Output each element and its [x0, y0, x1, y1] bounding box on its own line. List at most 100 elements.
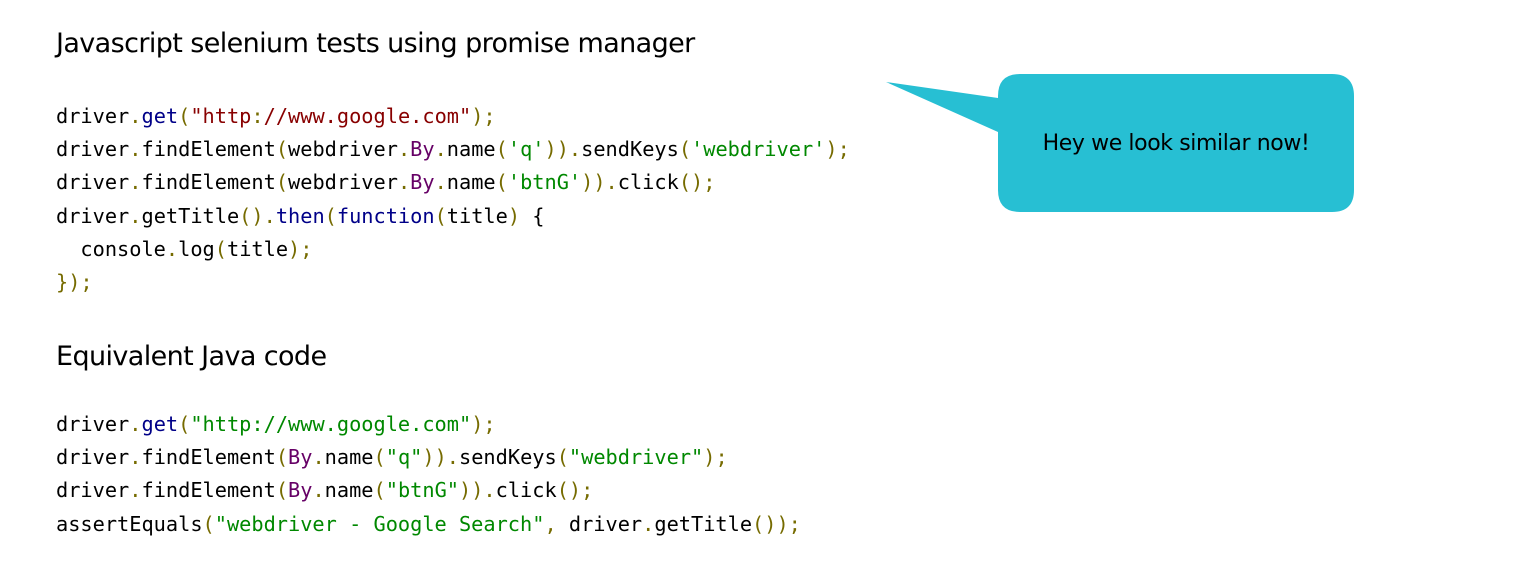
- code-type: By: [410, 170, 435, 195]
- code-punctuation: (: [495, 170, 508, 195]
- code-punctuation: );: [825, 137, 850, 162]
- java-code-block: driver.get("http://www.google.com");driv…: [56, 408, 801, 541]
- code-punctuation: (: [275, 478, 289, 503]
- code-punctuation: (: [556, 445, 569, 470]
- code-token: sendKeys: [459, 445, 557, 470]
- code-token: console: [56, 236, 166, 261]
- code-token: {: [520, 203, 545, 228]
- code-line: driver.findElement(By.name("q")).sendKey…: [56, 441, 801, 474]
- code-keyword: then: [275, 203, 325, 228]
- code-punctuation: )).: [544, 137, 582, 162]
- code-type: By: [288, 445, 313, 470]
- code-string: "webdriver - Google Search": [214, 511, 545, 536]
- code-token: driver: [56, 170, 130, 195]
- code-type: By: [288, 478, 313, 503]
- code-token: findElement: [141, 478, 276, 503]
- code-token: webdriver: [288, 137, 398, 162]
- code-keyword: get: [141, 412, 179, 436]
- code-line: });: [56, 266, 850, 299]
- code-token: webdriver: [288, 170, 398, 195]
- code-punctuation: .: [434, 170, 447, 195]
- code-line: driver.get("http://www.google.com");: [56, 408, 801, 441]
- speech-bubble-text: Hey we look similar now!: [1042, 130, 1310, 156]
- code-punctuation: (: [434, 203, 447, 228]
- code-string: "http://www.google.com": [190, 412, 472, 436]
- code-line: driver.findElement(By.name("btnG")).clic…: [56, 474, 801, 507]
- code-punctuation: .: [129, 104, 142, 128]
- code-string: 'q': [507, 137, 545, 162]
- code-punctuation: .: [129, 203, 142, 228]
- code-token: findElement: [141, 137, 276, 162]
- code-punctuation: ();: [678, 170, 716, 195]
- code-string: "q": [385, 445, 423, 470]
- code-token: click: [617, 170, 679, 195]
- code-token: assertEquals: [56, 511, 203, 536]
- code-line: console.log(title);: [56, 233, 850, 266]
- java-section-title: Equivalent Java code: [56, 341, 327, 372]
- code-token: driver: [56, 445, 130, 470]
- code-punctuation: :: [251, 104, 264, 128]
- code-punctuation: ();: [556, 478, 594, 503]
- code-punctuation: .: [642, 511, 655, 536]
- code-token: name: [324, 445, 374, 470]
- code-token: click: [495, 478, 557, 503]
- code-punctuation: .: [129, 170, 142, 195]
- code-token: getTitle: [141, 203, 240, 228]
- code-token: driver: [56, 478, 130, 503]
- code-punctuation: (: [178, 412, 191, 436]
- code-token: driver: [56, 203, 130, 228]
- code-token: name: [446, 170, 496, 195]
- code-punctuation: );: [471, 104, 496, 128]
- code-punctuation: ,: [544, 511, 557, 536]
- code-string: "webdriver": [568, 445, 704, 470]
- js-section-title: Javascript selenium tests using promise …: [56, 28, 695, 59]
- code-token: sendKeys: [581, 137, 679, 162]
- code-token: driver: [56, 412, 130, 436]
- code-token: log: [178, 236, 215, 261]
- code-punctuation: .: [165, 236, 179, 261]
- code-token: getTitle: [654, 511, 753, 536]
- code-punctuation: .: [129, 412, 142, 436]
- code-punctuation: )).: [581, 170, 618, 195]
- code-punctuation: (: [178, 104, 191, 128]
- code-punctuation: (: [275, 445, 289, 470]
- code-token: name: [446, 137, 496, 162]
- code-token: driver: [56, 104, 130, 128]
- code-punctuation: )).: [422, 445, 460, 470]
- code-line: driver.findElement(webdriver.By.name('bt…: [56, 166, 850, 199]
- code-token: findElement: [141, 170, 276, 195]
- code-punctuation: .: [397, 170, 411, 195]
- code-punctuation: ): [507, 203, 521, 228]
- code-punctuation: );: [288, 236, 313, 261]
- code-punctuation: )).: [459, 478, 496, 503]
- code-type: By: [410, 137, 435, 162]
- code-token: title: [446, 203, 508, 228]
- code-punctuation: .: [129, 478, 142, 503]
- code-token: findElement: [141, 445, 276, 470]
- code-token: driver: [556, 511, 643, 536]
- code-token: title: [226, 236, 289, 261]
- code-punctuation: (: [275, 137, 289, 162]
- code-punctuation: );: [471, 412, 496, 436]
- code-punctuation: (: [495, 137, 508, 162]
- code-punctuation: ());: [752, 511, 801, 536]
- code-punctuation: ().: [239, 203, 276, 228]
- code-string: "btnG": [385, 478, 459, 503]
- code-punctuation: (: [214, 236, 227, 261]
- code-punctuation: (: [678, 137, 692, 162]
- code-punctuation: (: [275, 170, 289, 195]
- code-punctuation: .: [312, 445, 325, 470]
- code-punctuation: .: [397, 137, 411, 162]
- code-token: name: [324, 478, 374, 503]
- code-string: 'btnG': [507, 170, 582, 195]
- code-punctuation: );: [703, 445, 728, 470]
- code-line: assertEquals("webdriver - Google Search"…: [56, 508, 801, 541]
- code-punctuation: });: [56, 269, 93, 294]
- code-line: driver.getTitle().then(function(title) {: [56, 200, 850, 233]
- code-line: driver.get("http://www.google.com");: [56, 100, 850, 133]
- code-punctuation: (: [202, 511, 215, 536]
- code-keyword: function: [336, 203, 435, 228]
- code-line: driver.findElement(webdriver.By.name('q'…: [56, 133, 850, 166]
- code-punctuation: (: [373, 445, 386, 470]
- code-punctuation: .: [129, 445, 142, 470]
